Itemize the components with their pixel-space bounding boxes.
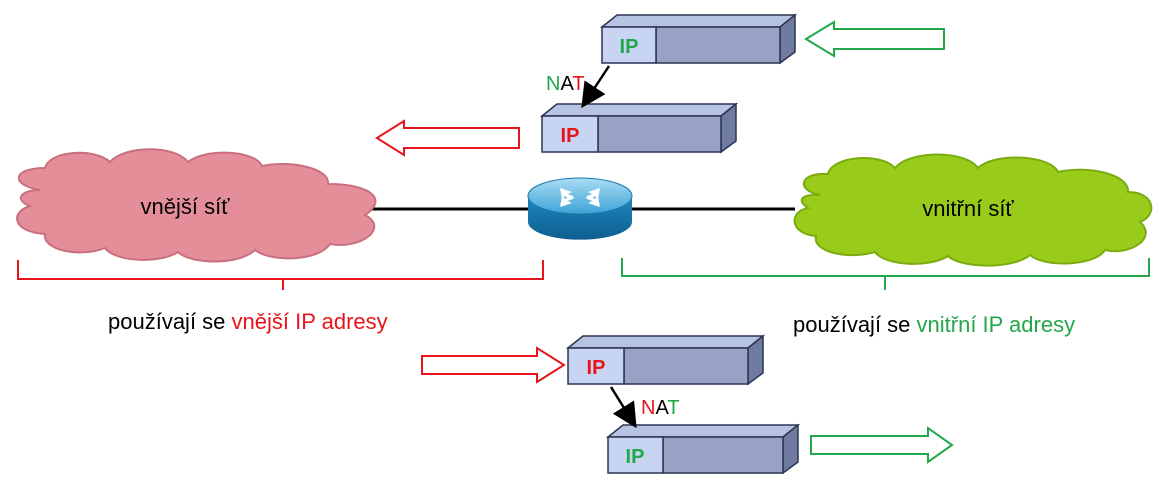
packet-bottom-incoming: IP	[565, 334, 766, 386]
outer-bracket	[17, 260, 544, 290]
packet-bottom-translated: IP	[605, 423, 801, 475]
hollow-arrow-left-red	[375, 119, 520, 157]
nat-arrow-bottom	[609, 386, 637, 429]
nat-label-top: NAT	[546, 73, 585, 95]
nat-label-bottom: NAT	[641, 397, 680, 419]
inner-network-label: vnitřní síť	[922, 196, 1014, 221]
hollow-arrow-left-green	[804, 20, 945, 58]
packet-header	[601, 26, 657, 64]
outer-caption: používají se vnější IP adresy	[108, 309, 388, 334]
packet-top-translated: IP	[539, 102, 739, 154]
packet-header	[567, 347, 625, 385]
nat-arrow-top	[581, 65, 611, 109]
inner-network-cloud: vnitřní síť	[793, 153, 1153, 267]
outer-network-cloud: vnější síť	[16, 148, 377, 263]
router-icon	[527, 177, 633, 240]
inner-caption-highlight: vnitřní IP adresy	[917, 312, 1076, 337]
outer-network-label: vnější síť	[141, 194, 231, 219]
ip-header-label: IP	[587, 357, 606, 379]
packet-header	[607, 436, 664, 474]
outer-caption-highlight: vnější IP adresy	[232, 309, 388, 334]
packet-header	[541, 115, 599, 153]
outer-caption-prefix: používají se	[108, 309, 232, 334]
inner-bracket	[621, 258, 1150, 290]
ip-header-label: IP	[620, 36, 639, 58]
inner-caption: používají se vnitřní IP adresy	[793, 312, 1075, 337]
hollow-arrow-right-red	[421, 346, 566, 384]
packet-top-incoming: IP	[599, 13, 798, 65]
ip-header-label: IP	[561, 125, 580, 147]
hollow-arrow-right-green	[810, 426, 954, 464]
inner-caption-prefix: používají se	[793, 312, 917, 337]
ip-header-label: IP	[626, 446, 645, 468]
